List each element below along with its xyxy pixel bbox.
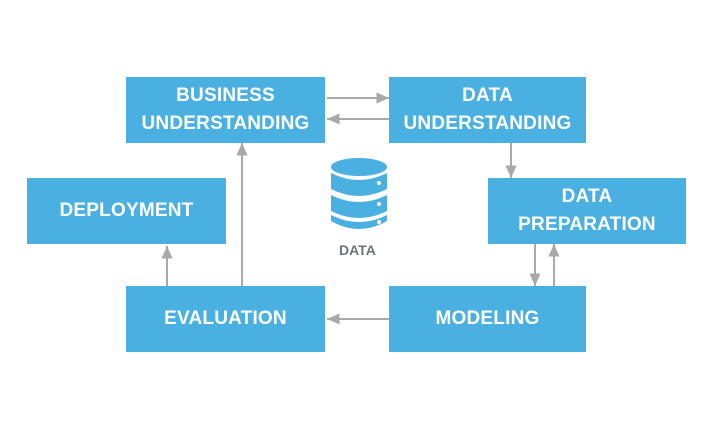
node-data-understanding: DATA UNDERSTANDING (389, 77, 586, 143)
database-label: DATA (339, 242, 376, 258)
node-deployment: DEPLOYMENT (27, 178, 226, 244)
node-evaluation: EVALUATION (126, 286, 325, 352)
node-business-understanding: BUSINESS UNDERSTANDING (126, 77, 325, 143)
database-icon (331, 158, 387, 229)
node-data-preparation: DATA PREPARATION (488, 178, 686, 244)
node-modeling: MODELING (389, 286, 586, 352)
